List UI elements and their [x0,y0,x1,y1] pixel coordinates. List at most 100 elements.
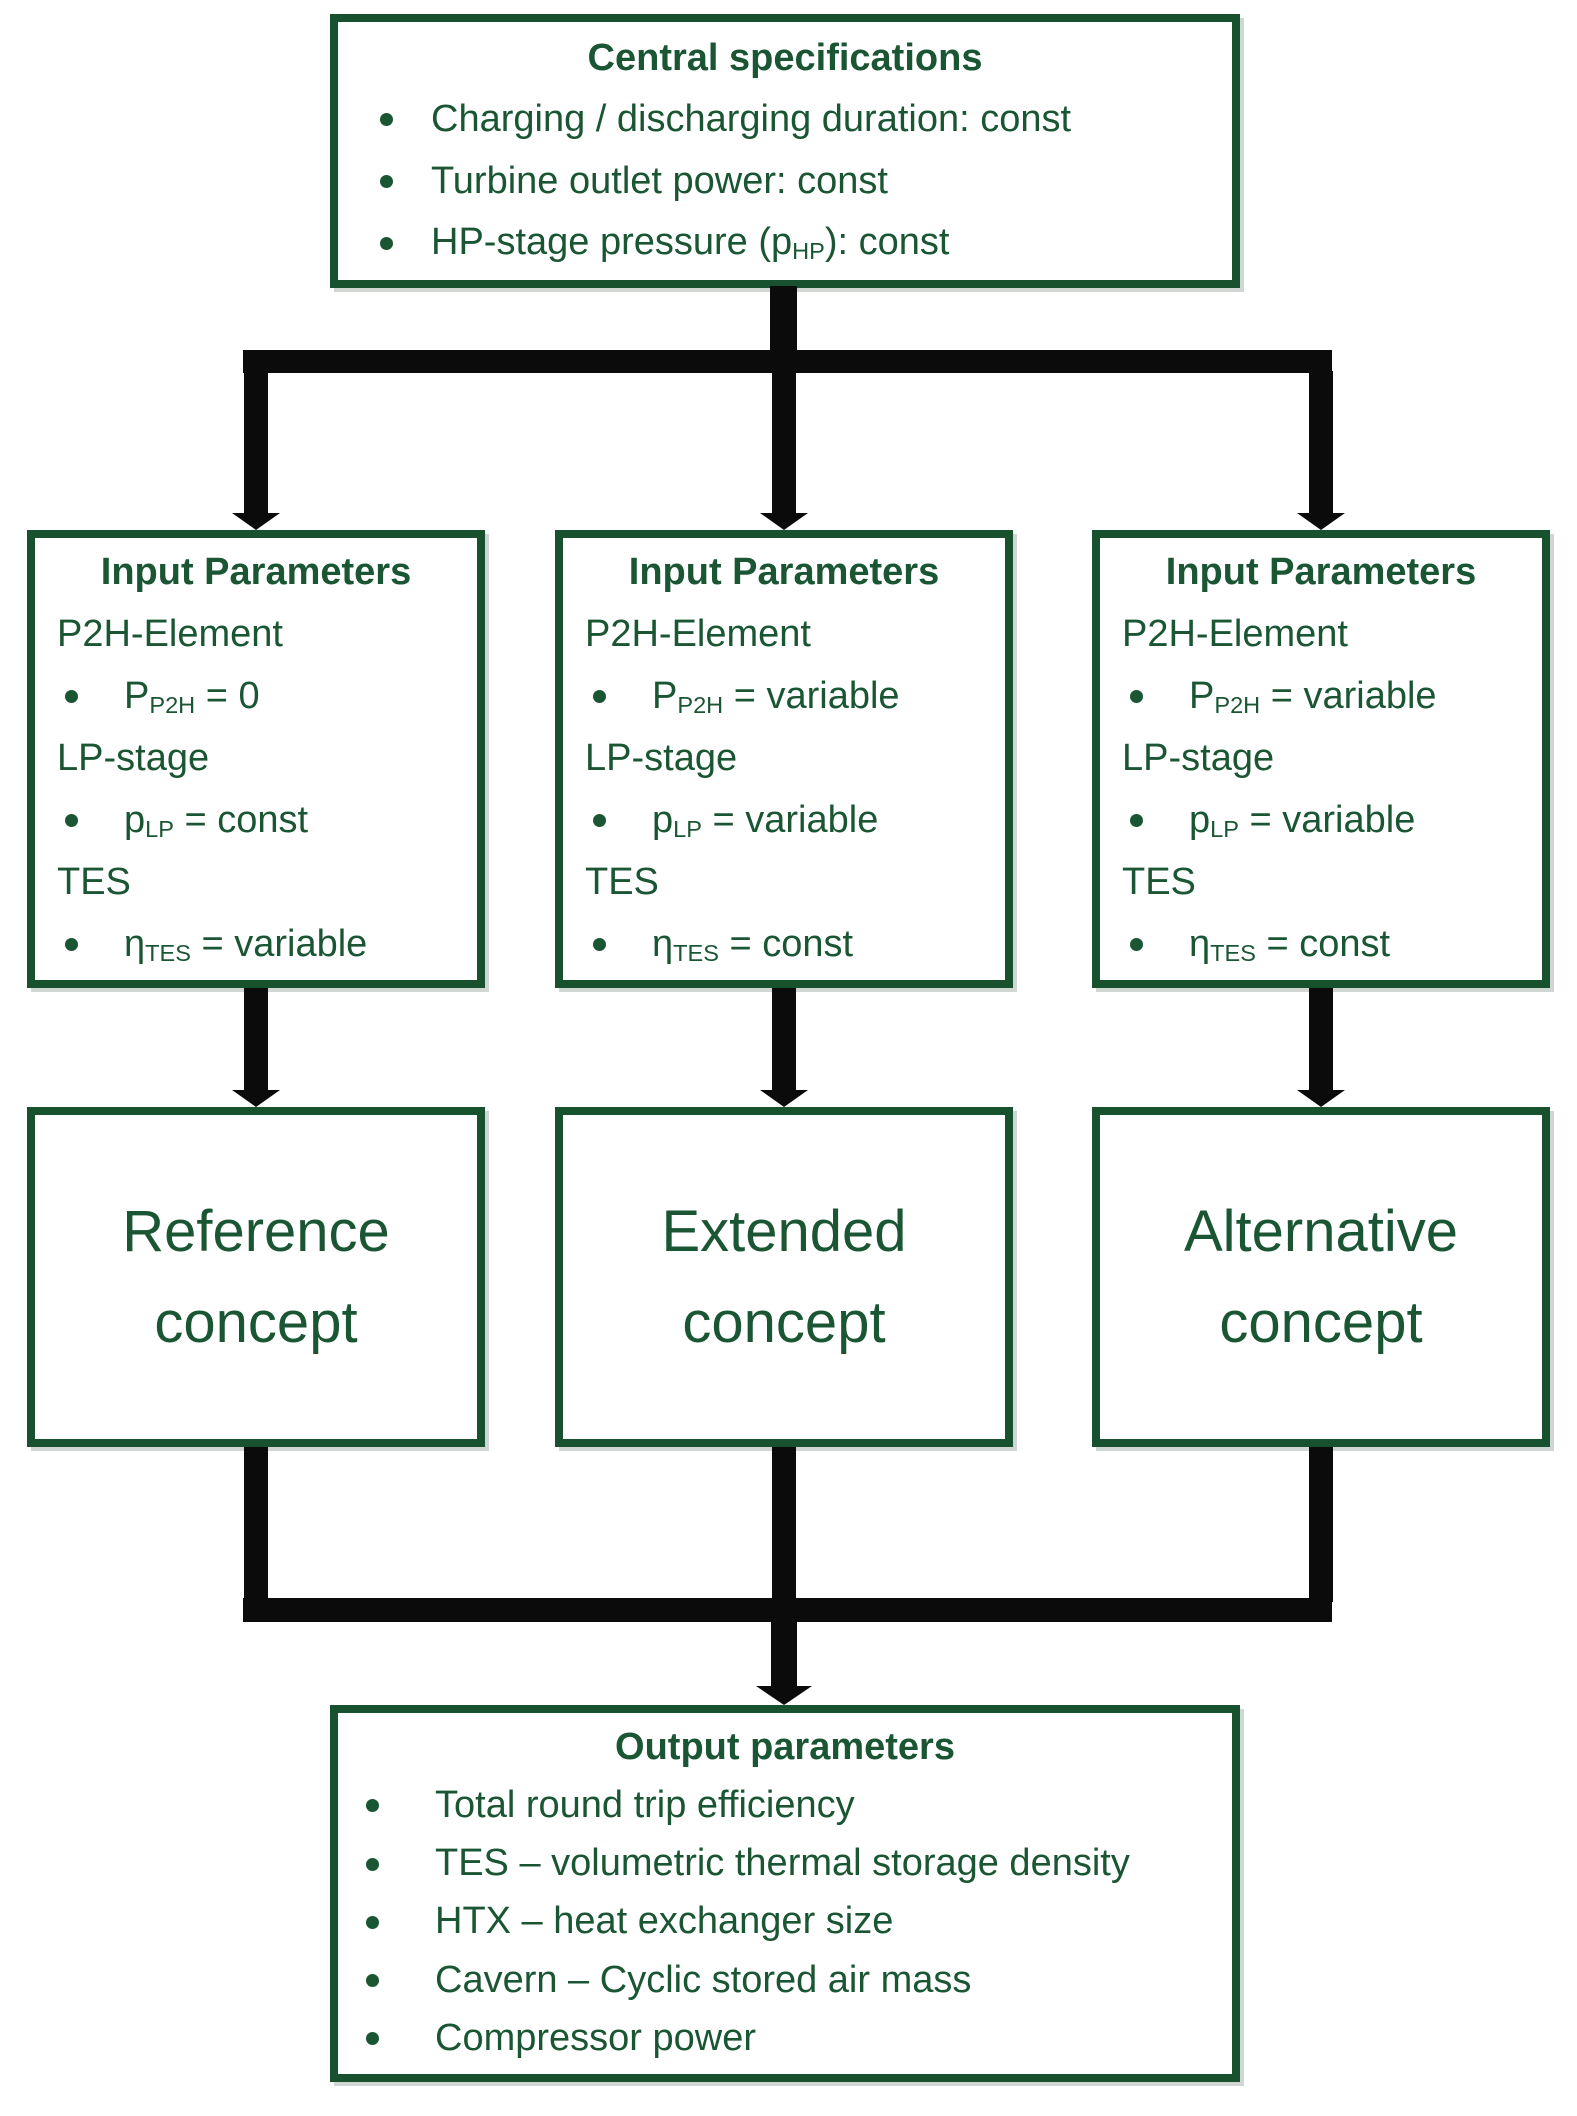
bullet-dot [380,113,393,127]
concept-label: Alternative concept [1100,1115,1542,1439]
bullet-dot [593,690,606,704]
input-parameters-box-alternative: Input Parameters P2H-Element PP2H = vari… [1092,530,1550,988]
concept-label-line2: concept [154,1290,358,1355]
connector-bar-to-output [771,1622,797,1686]
bullet-dot [65,938,78,952]
output-parameters-box: Output parameters Total round trip effic… [330,1705,1240,2082]
bullet-dot [65,690,78,704]
input-line-text: PP2H = 0 [124,674,260,718]
input-bullet-row: PP2H = variable [571,675,997,719]
bullet-dot [380,236,393,250]
input-line-text: pLP = const [124,798,309,843]
input-bullet-row: PP2H = 0 [43,675,469,719]
output-bullet-text: Total round trip efficiency [435,1783,855,1826]
input-line-text: ηTES = const [1189,923,1391,967]
bullet-dot [366,1915,379,1929]
connector-distribution-bar [243,350,1332,373]
input-line-text: LP-stage [57,736,210,779]
arrowhead-into-input-left [232,513,280,530]
input-line-text: pLP = variable [652,798,879,843]
output-bullet-row: Cavern – Cyclic stored air mass [350,1959,1220,2003]
central-bullet-row: Turbine outlet power: const [350,160,1220,204]
input-bullet-row: ηTES = const [1108,923,1534,967]
connector-concept-to-bar-right [1309,1447,1333,1602]
input-bullet-row: pLP = variable [1108,799,1534,843]
arrowhead-into-concept-right [1297,1090,1345,1107]
connector-drop-middle [772,371,796,514]
bullet-dot [366,1857,379,1871]
bullet-dot [1130,938,1143,952]
bullet-dot [593,814,606,828]
output-bullet-row: HTX – heat exchanger size [350,1900,1220,1944]
input-parameters-box-extended: Input Parameters P2H-Element PP2H = vari… [555,530,1013,988]
bullet-dot [366,1974,379,1988]
input-line-text: P2H-Element [1122,612,1348,655]
input-parameters-box-reference: Input Parameters P2H-Element PP2H = 0 LP… [27,530,485,988]
output-bullet-row: Compressor power [350,2017,1220,2061]
output-bullet-text: Cavern – Cyclic stored air mass [435,1958,972,2001]
output-bullet-text: Compressor power [435,2017,756,2060]
input-line-text: pLP = variable [1189,798,1416,843]
connector-drop-left [244,371,268,514]
concept-label-line1: Reference [122,1199,390,1264]
connector-top-stub [770,286,797,352]
input-line: TES [1108,861,1534,905]
concept-label: Extended concept [563,1115,1005,1439]
input-line-text: P2H-Element [57,612,283,655]
input-bullet-row: ηTES = const [571,923,997,967]
bullet-dot [65,814,78,828]
central-bullet-text: HP-stage pressure (pHP): const [431,221,950,265]
concept-label-line1: Extended [661,1199,907,1264]
concept-label-line1: Alternative [1183,1199,1459,1264]
connector-concept-to-bar-left [244,1447,268,1602]
central-specifications-box: Central specifications Charging / discha… [330,14,1240,288]
concept-box-reference: Reference concept [27,1107,485,1447]
concept-label-line2: concept [1219,1290,1423,1355]
connector-drop-right [1309,371,1333,514]
input-line: P2H-Element [1108,613,1534,657]
input-line-text: TES [57,860,131,903]
bullet-dot [593,938,606,952]
arrowhead-into-concept-middle [760,1090,808,1107]
input-bullet-row: pLP = variable [571,799,997,843]
connector-input-to-concept-middle [772,988,796,1090]
input-line: TES [43,861,469,905]
input-line: LP-stage [1108,737,1534,781]
connector-input-to-concept-left [244,988,268,1090]
input-line-text: TES [1122,860,1196,903]
output-bullet-text: HTX – heat exchanger size [435,1900,894,1943]
input-line: TES [571,861,997,905]
central-bullet-text: Charging / discharging duration: const [431,97,1072,140]
concept-box-extended: Extended concept [555,1107,1013,1447]
central-bullet-text: Turbine outlet power: const [431,159,888,202]
arrowhead-into-input-middle [760,513,808,530]
input-line-text: ηTES = variable [124,923,368,967]
output-bullet-row: Total round trip efficiency [350,1784,1220,1828]
input-line-text: P2H-Element [585,612,811,655]
concept-label: Reference concept [35,1115,477,1439]
input-line-text: LP-stage [1122,736,1275,779]
bullet-dot [380,174,393,188]
input-parameters-title: Input Parameters [1165,551,1477,594]
input-bullet-row: pLP = const [43,799,469,843]
input-line-text: PP2H = variable [652,674,900,718]
input-line: LP-stage [571,737,997,781]
bullet-dot [366,1799,379,1813]
bullet-dot [366,2032,379,2046]
connector-concept-to-bar-middle [772,1447,796,1622]
central-bullet-row: HP-stage pressure (pHP): const [350,221,1220,265]
output-bullet-text: TES – volumetric thermal storage density [435,1842,1130,1885]
central-bullet-row: Charging / discharging duration: const [350,98,1220,142]
input-line-text: PP2H = variable [1189,674,1437,718]
concept-box-alternative: Alternative concept [1092,1107,1550,1447]
bullet-dot [1130,690,1143,704]
central-specifications-title: Central specifications [587,36,983,79]
input-line: P2H-Element [571,613,997,657]
input-line: LP-stage [43,737,469,781]
input-parameters-title: Input Parameters [628,551,940,594]
output-parameters-title: Output parameters [615,1726,955,1769]
input-bullet-row: ηTES = variable [43,923,469,967]
bullet-dot [1130,814,1143,828]
input-line: P2H-Element [43,613,469,657]
input-line-text: ηTES = const [652,923,854,967]
